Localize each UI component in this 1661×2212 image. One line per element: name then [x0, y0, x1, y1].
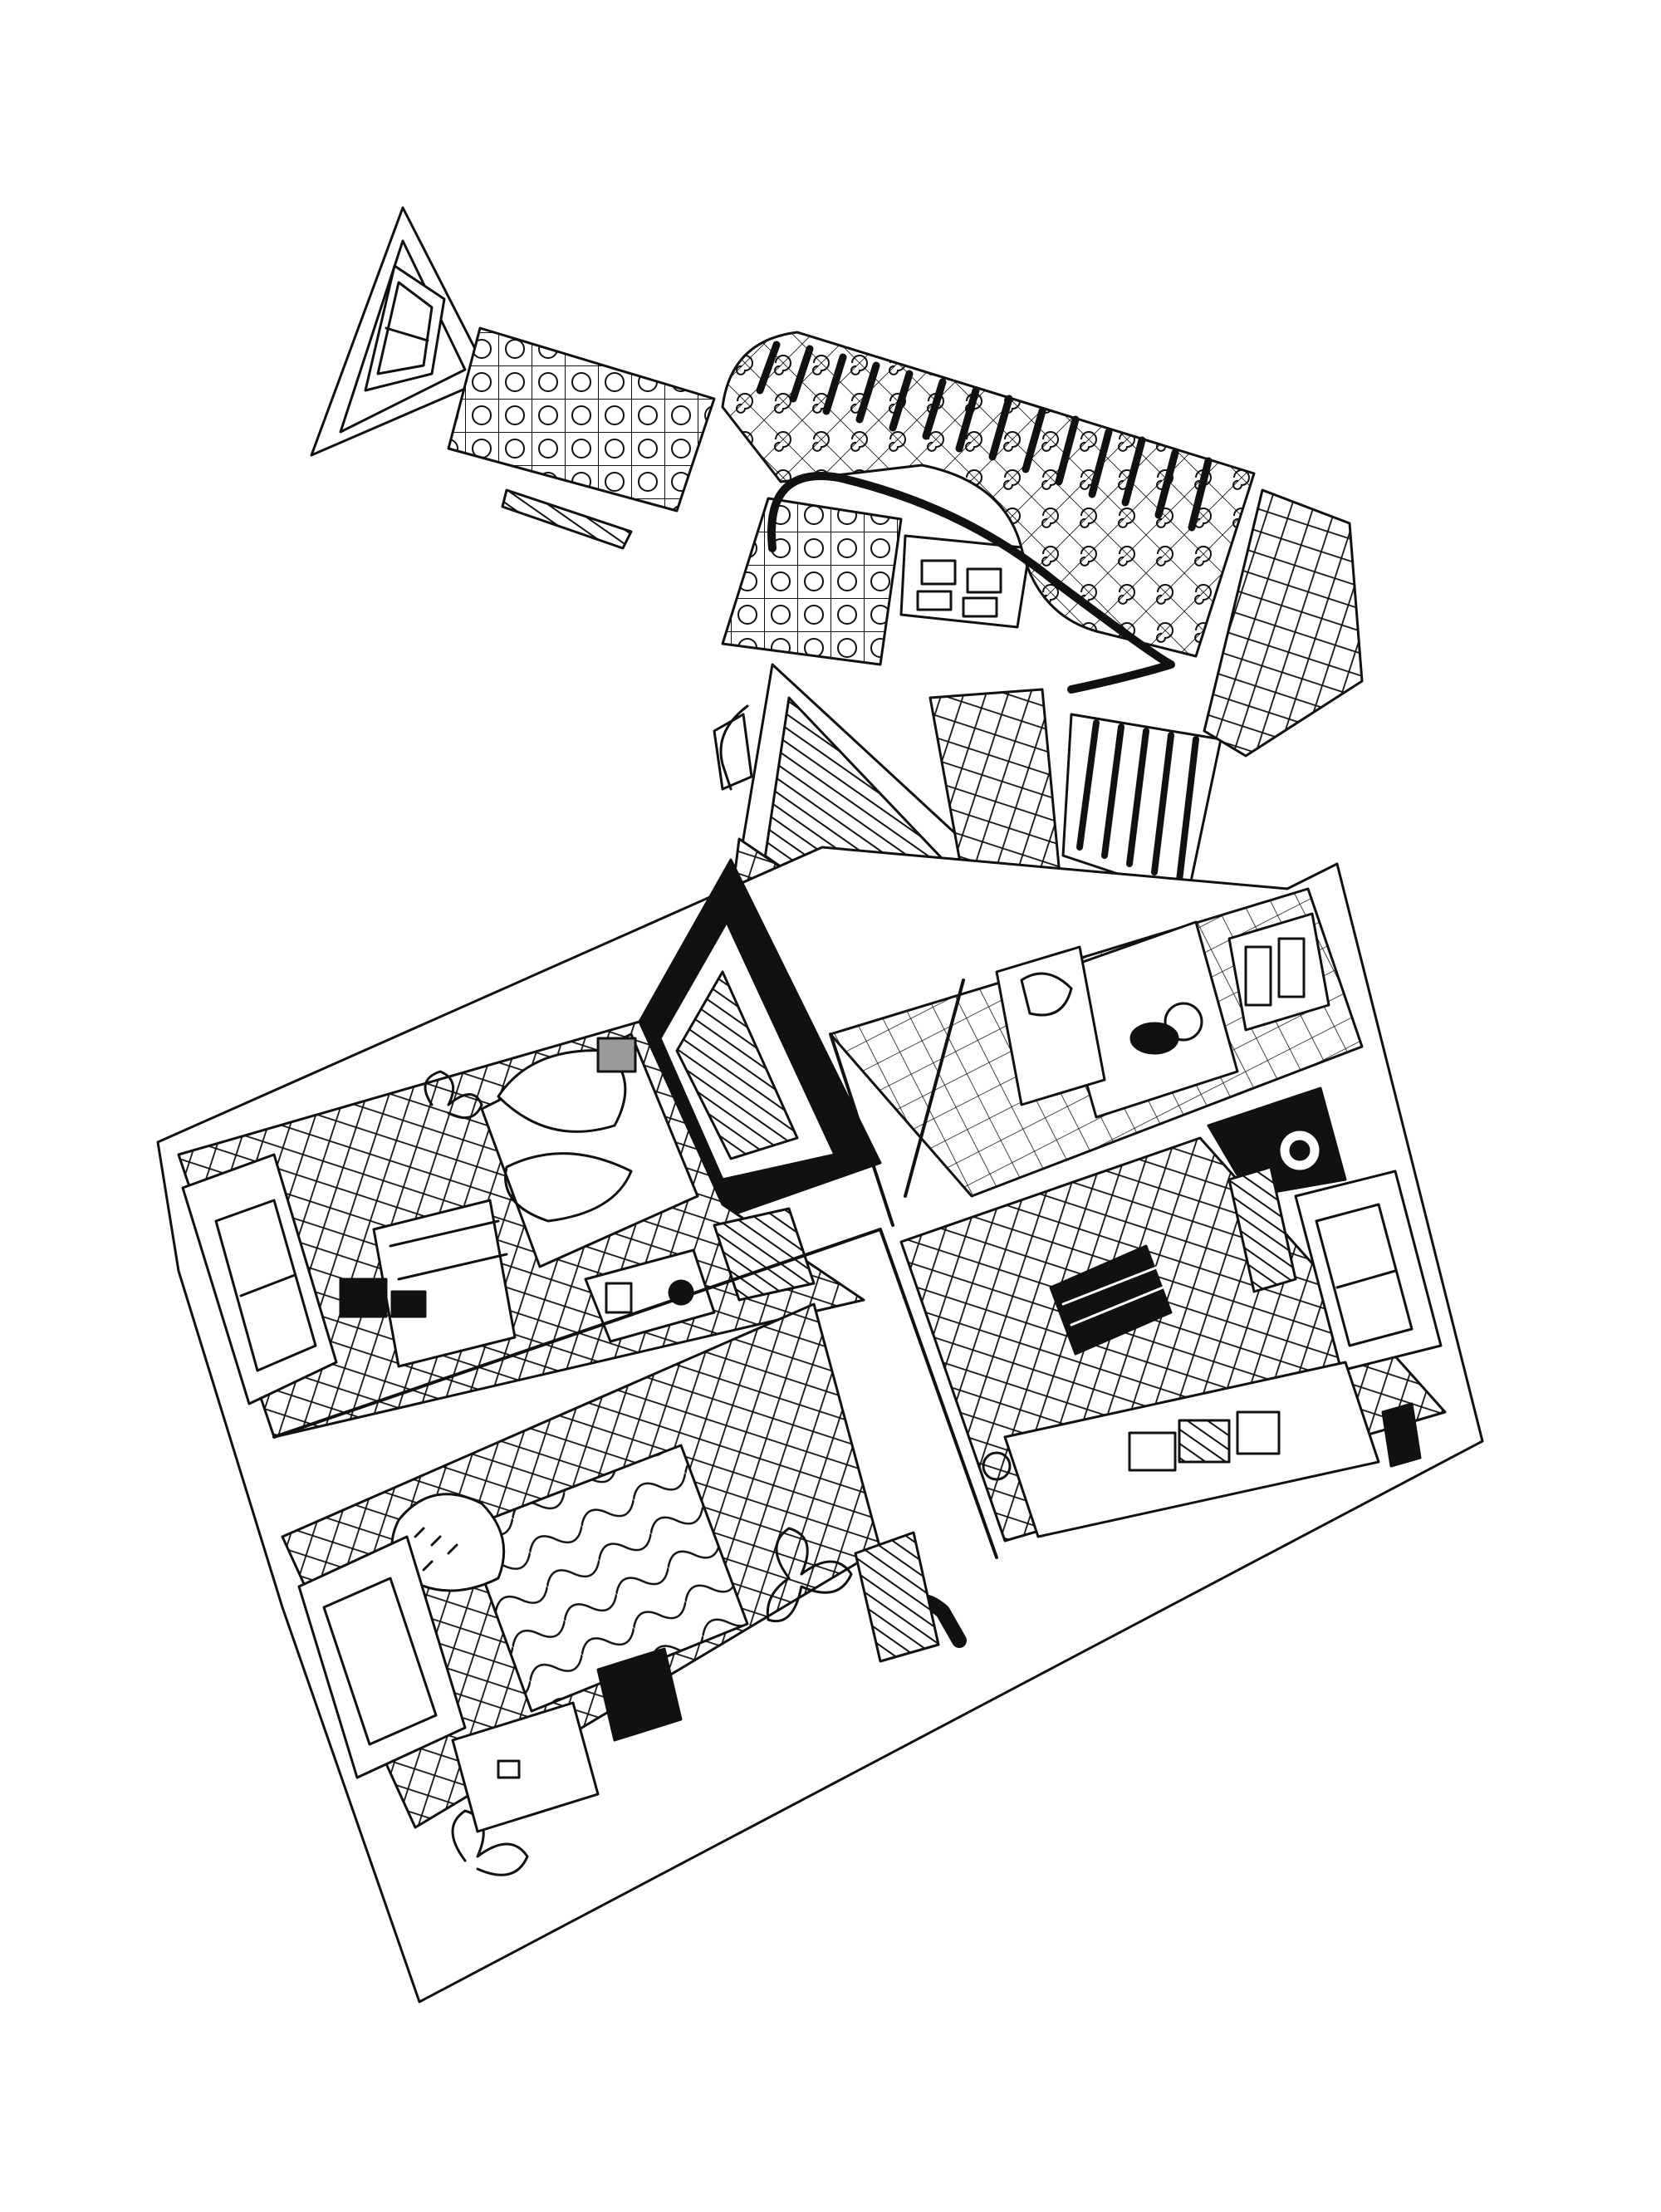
tiled-floor-icon: [447, 326, 716, 513]
plant-icon: [424, 1070, 483, 1120]
door-icon: [899, 534, 1031, 629]
window-lower: [297, 1535, 467, 1779]
kitchen-counter-icon: [982, 1361, 1422, 1538]
light-shaft: [638, 858, 882, 1223]
room-bedroom-upper: [177, 1020, 865, 1439]
stair-handrail: [767, 472, 1175, 694]
door-icon: [364, 264, 446, 392]
room-bedroom-lower: [281, 1302, 967, 1876]
desk: [339, 1199, 517, 1368]
attic-triangle: [310, 206, 492, 457]
bed-icon: [480, 1032, 699, 1268]
room-living: [899, 1136, 1447, 1543]
door-icon: [1227, 912, 1330, 1032]
window-left: [181, 1153, 338, 1405]
room-dividers: [272, 978, 998, 1559]
plant-icon: [451, 1527, 853, 1876]
room-bathroom: [829, 887, 1364, 1198]
tiled-floor-entry: [721, 497, 903, 666]
washing-machine-icon: [1207, 1086, 1347, 1198]
bed-icon: [463, 1444, 749, 1713]
staircase-icon: [721, 331, 1364, 899]
window-right: [1294, 1170, 1443, 1372]
rug: [1049, 1244, 1173, 1356]
